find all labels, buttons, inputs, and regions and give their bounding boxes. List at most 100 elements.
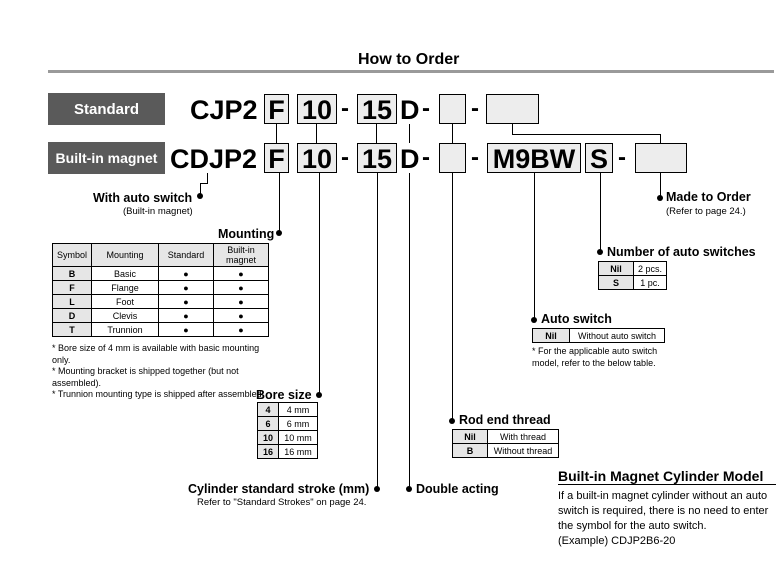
model-description: If a built-in magnet cylinder without an… xyxy=(558,490,769,532)
leader-mounting xyxy=(279,173,280,231)
bim-dash-3: - xyxy=(471,144,479,171)
magnet-cell: ● xyxy=(213,280,269,295)
standard-cell: ● xyxy=(158,266,214,281)
mounting-cell: Flange xyxy=(91,280,159,295)
bore-value-cell: 4 mm xyxy=(278,402,318,417)
std-stroke-box: 15 xyxy=(357,94,397,125)
bore-value-cell: 10 mm xyxy=(278,430,318,445)
bim-count-box: S xyxy=(585,143,613,174)
mounting-table: Symbol Mounting Standard Built-in magnet… xyxy=(52,243,269,337)
bore-value-cell: 16 mm xyxy=(278,444,318,459)
made-to-order-dot xyxy=(657,195,663,201)
bim-stroke-box: 15 xyxy=(357,143,397,174)
auto-switch-dot xyxy=(531,317,537,323)
connector-bore xyxy=(316,124,317,143)
leader-num-switches xyxy=(600,173,601,253)
bim-dash-1: - xyxy=(341,144,349,171)
col-symbol: Symbol xyxy=(52,243,92,267)
bore-value-cell: 6 mm xyxy=(278,416,318,431)
bore-code-cell: 16 xyxy=(257,444,279,459)
std-action-code: D xyxy=(400,95,420,125)
mounting-table-header: Symbol Mounting Standard Built-in magnet xyxy=(52,243,269,267)
rod-code-cell: B xyxy=(452,443,488,458)
bim-dash-4: - xyxy=(618,144,626,171)
leader-bore xyxy=(319,173,320,395)
bore-code-cell: 6 xyxy=(257,416,279,431)
num-switches-dot xyxy=(597,249,603,255)
std-dash-2: - xyxy=(422,95,430,122)
rod-value-cell: Without thread xyxy=(487,443,559,458)
std-mounting-box: F xyxy=(264,94,289,125)
mounting-note-2: * Mounting bracket is shipped together (… xyxy=(52,366,239,388)
mounting-cell: Clevis xyxy=(91,308,159,323)
std-bore-box: 10 xyxy=(297,94,337,125)
with-switch-label: With auto switch xyxy=(93,191,193,205)
symbol-cell: B xyxy=(52,266,92,281)
leader-made-to-order xyxy=(660,173,661,197)
num-switches-label: Number of auto switches xyxy=(607,245,756,259)
bim-made-to-order-box xyxy=(635,143,687,173)
leader-double-acting xyxy=(409,173,410,488)
bore-size-label: Bore size xyxy=(256,388,312,402)
std-rod-end-box xyxy=(439,94,466,124)
connector-mounting xyxy=(276,124,277,143)
standard-label: Standard xyxy=(48,93,165,125)
magnet-cell: ● xyxy=(213,294,269,309)
connector-stroke xyxy=(376,124,377,143)
bim-switch-box: M9BW xyxy=(487,143,581,174)
leader-auto-switch xyxy=(534,173,535,321)
connector-mto-a xyxy=(512,124,513,134)
stroke-dot xyxy=(374,486,380,492)
mounting-cell: Trunnion xyxy=(91,322,159,337)
magnet-cell: ● xyxy=(213,308,269,323)
mounting-cell: Foot xyxy=(91,294,159,309)
made-to-order-sub: (Refer to page 24.) xyxy=(666,206,746,217)
bim-action-code: D xyxy=(400,144,420,174)
symbol-cell: L xyxy=(52,294,92,309)
model-example: (Example) CDJP2B6-20 xyxy=(558,535,676,547)
rod-code-cell: Nil xyxy=(452,429,488,444)
stroke-label: Cylinder standard stroke (mm) xyxy=(188,482,370,496)
switch-code-cell: Nil xyxy=(532,328,570,343)
count-code-cell: S xyxy=(598,275,634,290)
with-switch-sub: (Built-in magnet) xyxy=(123,206,193,217)
auto-switch-label: Auto switch xyxy=(541,312,612,326)
leader-with-switch-v2 xyxy=(200,183,201,195)
count-value-cell: 2 pcs. xyxy=(633,261,667,276)
with-switch-dot xyxy=(197,193,203,199)
connector-rod-end xyxy=(452,124,453,143)
bore-code-cell: 10 xyxy=(257,430,279,445)
count-code-cell: Nil xyxy=(598,261,634,276)
made-to-order-label: Made to Order xyxy=(666,190,751,204)
bim-bore-box: 10 xyxy=(297,143,337,174)
mounting-label: Mounting xyxy=(218,227,275,241)
builtin-prefix: CDJP2 xyxy=(170,144,258,174)
double-acting-dot xyxy=(406,486,412,492)
magnet-cell: ● xyxy=(213,266,269,281)
auto-switch-note: * For the applicable auto switch model, … xyxy=(532,346,658,368)
page-title: How to Order xyxy=(357,50,461,72)
symbol-cell: F xyxy=(52,280,92,295)
standard-cell: ● xyxy=(158,322,214,337)
std-dash-1: - xyxy=(341,95,349,122)
stroke-sub: Refer to "Standard Strokes" on page 24. xyxy=(197,497,367,508)
standard-cell: ● xyxy=(158,280,214,295)
leader-with-switch-v xyxy=(207,173,208,183)
std-dash-3: - xyxy=(471,95,479,122)
connector-action xyxy=(409,124,410,143)
symbol-cell: T xyxy=(52,322,92,337)
